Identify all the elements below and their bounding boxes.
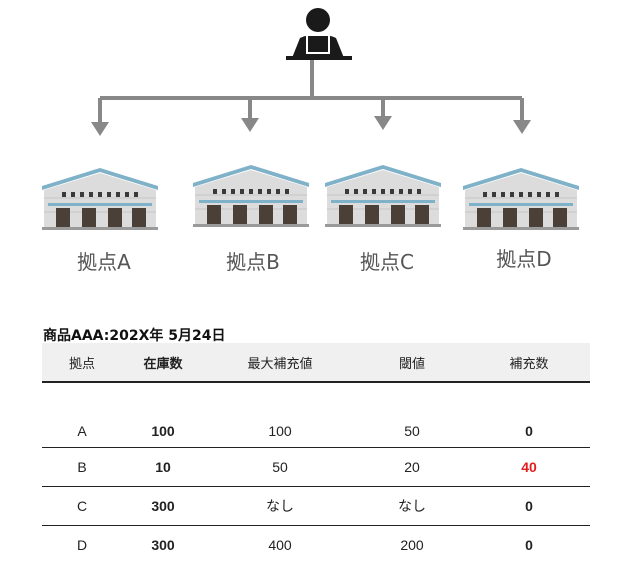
cell-site: A — [42, 382, 122, 448]
cell-threshold: 50 — [356, 382, 468, 448]
distribution-diagram — [41, 8, 580, 231]
site-label-b: 拠点B — [226, 250, 280, 274]
warehouse-icon-b — [192, 164, 310, 228]
warehouse-icon-c — [324, 164, 442, 228]
cell-stock: 100 — [122, 382, 204, 448]
cell-max: 400 — [268, 537, 292, 553]
table-header-row: 拠点 在庫数 最大補充値 閾値 補充数 — [42, 343, 590, 383]
cell-max: 100 — [204, 382, 356, 448]
connector-lines — [98, 60, 524, 124]
warehouse-icon-a — [41, 167, 159, 231]
table-row: D 300 400 200 0 — [42, 526, 590, 565]
table-row: B 10 50 20 40 — [42, 447, 590, 487]
site-label-a: 拠点A — [77, 250, 131, 274]
warehouse-icon-d — [462, 167, 580, 231]
header-site: 拠点 — [42, 343, 122, 383]
table-row: C 300 なし なし 0 — [42, 486, 590, 526]
arrowhead-d — [513, 120, 531, 134]
cell-site: C — [42, 486, 122, 526]
cell-max: なし — [204, 486, 356, 526]
arrowhead-a — [91, 122, 109, 136]
cell-site: D — [76, 537, 88, 553]
cell-stock: 10 — [122, 447, 204, 487]
header-stock: 在庫数 — [122, 343, 204, 383]
cell-threshold: 20 — [356, 447, 468, 487]
stock-table: 拠点 在庫数 最大補充値 閾値 補充数 A 100 100 50 0 B 10 … — [42, 343, 590, 564]
arrowhead-b — [241, 118, 259, 132]
manager-icon — [286, 8, 352, 60]
header-max-replenish: 最大補充値 — [204, 343, 356, 383]
cell-replenish: 0 — [468, 486, 590, 526]
cell-replenish: 0 — [468, 382, 590, 448]
cell-max: 50 — [204, 447, 356, 487]
header-replenish-qty: 補充数 — [468, 343, 590, 383]
cell-threshold: なし — [356, 486, 468, 526]
table-title: 商品AAA:202X年 5月24日 — [43, 328, 226, 344]
site-label-d: 拠点D — [496, 247, 552, 271]
cell-site: B — [42, 447, 122, 487]
cell-threshold: 200 — [400, 537, 424, 553]
connector-arrowheads — [91, 116, 531, 136]
cell-replenish: 0 — [525, 537, 533, 553]
cell-stock: 300 — [122, 486, 204, 526]
site-label-c: 拠点C — [360, 250, 414, 274]
header-threshold: 閾値 — [356, 343, 468, 383]
arrowhead-c — [374, 116, 392, 130]
cell-stock: 300 — [151, 537, 175, 553]
cell-replenish-alert: 40 — [468, 447, 590, 487]
table-row: A 100 100 50 0 — [42, 382, 590, 448]
